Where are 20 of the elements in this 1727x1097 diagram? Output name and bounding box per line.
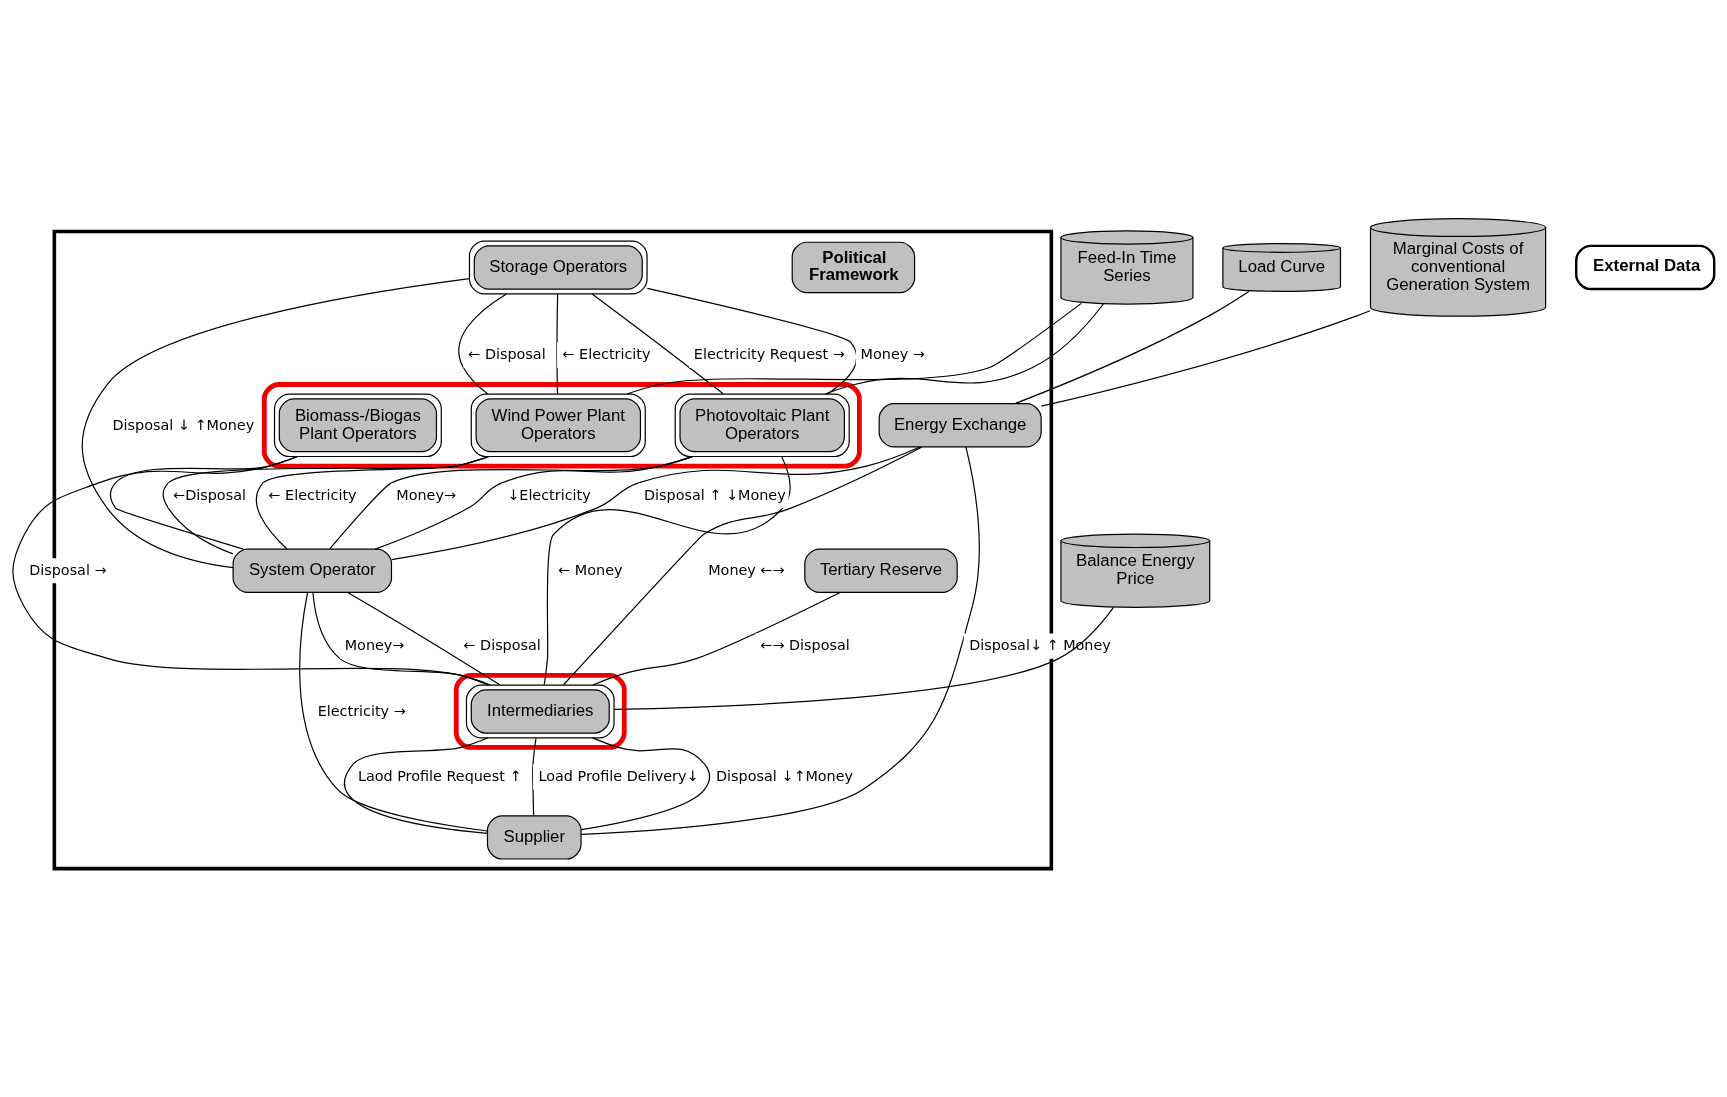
edge-label: ↓Electricity [507,486,591,503]
edge-label: ← Electricity [268,486,357,503]
edge-label: Disposal ↓↑Money [716,768,854,785]
edge-label: Money→ [344,637,405,654]
edge-label: Money ←→ [708,562,785,579]
edge-label: ← Money [558,562,623,579]
edge-label: Disposal → [29,562,107,579]
edge-label: ← Electricity [562,346,651,363]
edge-label: Money → [860,346,925,363]
edge-label: Money→ [396,486,456,503]
edge-label: ← Disposal [463,637,541,654]
edge-label: Laod Profile Request ↑ [357,768,522,785]
edge-label: Electricity Request → [693,346,845,363]
edge-label: ←Disposal [173,486,246,503]
edge-label: Disposal ↓ ↑Money [112,416,255,433]
edge-label: Electricity → [317,702,406,719]
edge-label: Disposal ↑ ↓Money [644,486,786,503]
edge-label: Load Profile Delivery↓ [538,768,699,785]
edge-label: ← Disposal [468,346,546,363]
edge-label: ←→ Disposal [760,637,850,654]
